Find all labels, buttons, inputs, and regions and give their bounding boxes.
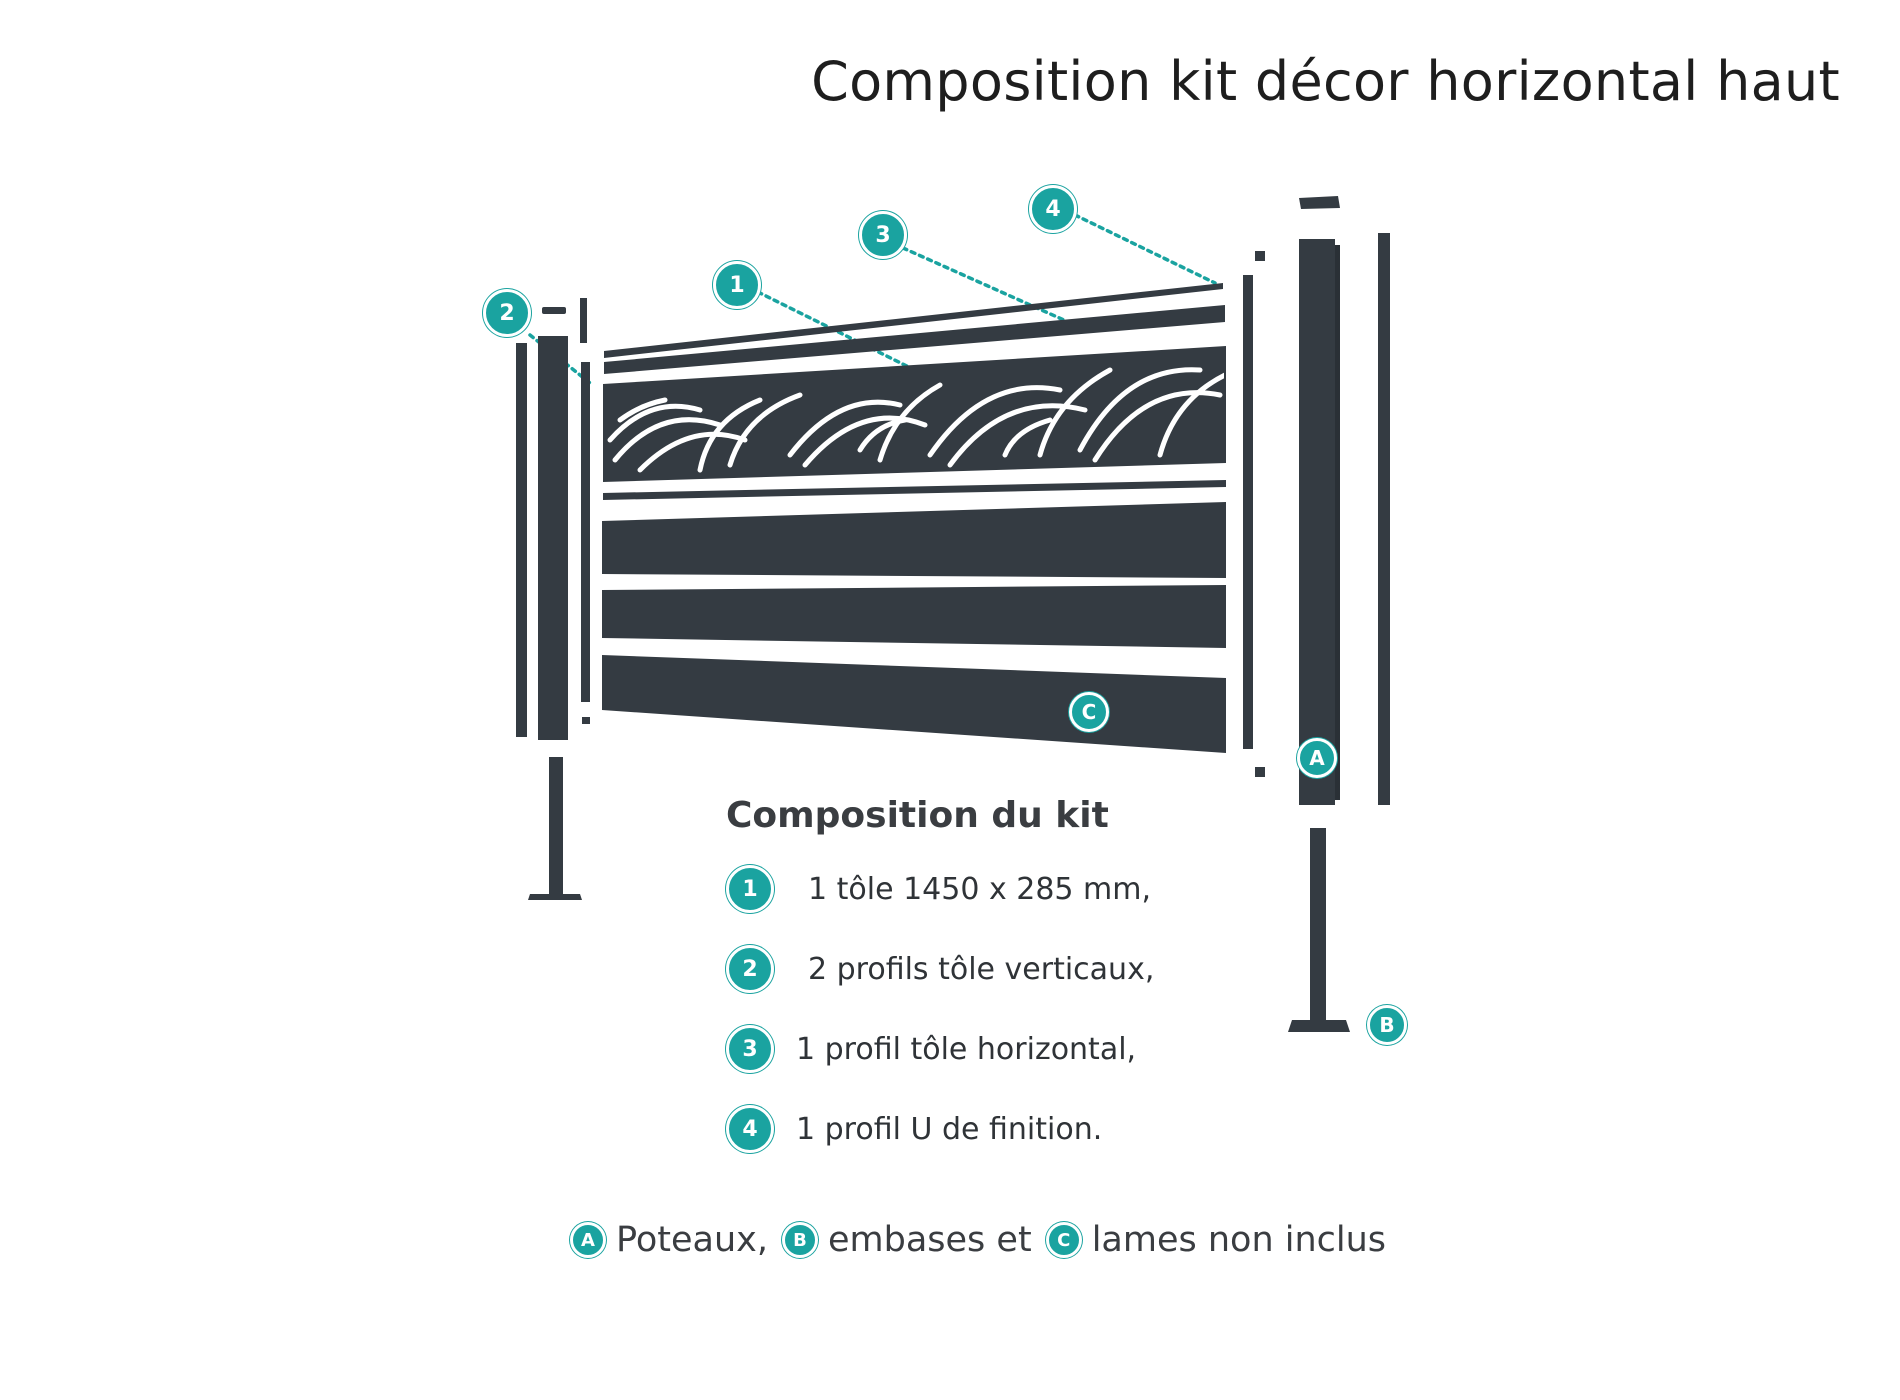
slat-1 xyxy=(602,502,1226,578)
badge-4-diagram: 4 xyxy=(1029,185,1077,233)
kit-heading: Composition du kit xyxy=(726,795,1109,836)
right-ground-stake xyxy=(1310,828,1326,1020)
footnote-badge-b: B xyxy=(782,1222,818,1258)
panel-strip xyxy=(603,480,1226,500)
badge-a-posts: A xyxy=(1297,738,1337,778)
kit-item-number: 2 xyxy=(726,945,774,993)
left-vertical-profile xyxy=(581,362,590,702)
badge-2-diagram: 2 xyxy=(483,289,531,337)
leader-line-3 xyxy=(901,246,1077,327)
right-base-plate xyxy=(1288,1020,1350,1032)
fence-panel xyxy=(602,283,1226,753)
kit-item: 1 1 tôle 1450 x 285 mm, xyxy=(726,865,1151,913)
badge-3-diagram: 3 xyxy=(859,211,907,259)
footnote-slats-text: lames non inclus xyxy=(1091,1220,1387,1260)
kit-item: 3 1 profil tôle horizontal, xyxy=(726,1025,1136,1073)
leader-line-4 xyxy=(1073,213,1217,285)
footnote-badge-a: A xyxy=(570,1222,606,1258)
kit-item: 2 2 profils tôle verticaux, xyxy=(726,945,1154,993)
kit-item-text: 2 profils tôle verticaux, xyxy=(808,951,1155,987)
slat-2 xyxy=(602,585,1226,648)
right-small-clip-top xyxy=(1255,251,1265,261)
kit-item-number: 4 xyxy=(726,1105,774,1153)
footnote-badge-c: C xyxy=(1045,1222,1082,1258)
kit-composition: Composition du kit 1 1 tôle 1450 x 285 m… xyxy=(726,795,1326,1153)
right-post-assembly xyxy=(1243,196,1390,1032)
right-post xyxy=(1299,239,1335,805)
right-u-profile xyxy=(1378,233,1390,805)
horizontal-profile-top xyxy=(604,283,1223,358)
badge-b-bases: B xyxy=(1367,1005,1407,1045)
horizontal-profile xyxy=(604,305,1225,374)
kit-item-text: 1 profil U de finition. xyxy=(796,1111,1103,1147)
kit-item-number: 1 xyxy=(726,865,774,913)
badge-c-slats: C xyxy=(1069,692,1109,732)
left-vertical-profile-top xyxy=(580,298,587,343)
right-small-clip-bottom xyxy=(1255,767,1265,777)
left-ground-stake xyxy=(549,757,563,894)
badge-1-diagram: 1 xyxy=(713,261,761,309)
left-post xyxy=(538,336,568,740)
decor-pattern xyxy=(607,367,1224,473)
kit-item-number: 3 xyxy=(726,1025,774,1073)
slat-3 xyxy=(602,655,1226,753)
left-post-cap xyxy=(542,307,566,314)
kit-item-text: 1 tôle 1450 x 285 mm, xyxy=(808,871,1152,907)
left-base-plate xyxy=(528,894,582,900)
left-u-profile xyxy=(516,343,527,737)
decor-sheet xyxy=(603,346,1226,482)
kit-item: 4 1 profil U de finition. xyxy=(726,1105,1102,1153)
footnote-posts-text: Poteaux, xyxy=(616,1220,768,1260)
right-post-side xyxy=(1335,245,1340,800)
right-vertical-profile xyxy=(1243,275,1253,749)
left-post-assembly xyxy=(516,298,590,900)
left-small-clip xyxy=(582,717,590,724)
kit-item-text: 1 profil tôle horizontal, xyxy=(796,1031,1137,1067)
not-included-footnote: A Poteaux, B embases et C lames non incl… xyxy=(570,1220,1400,1260)
right-post-cap xyxy=(1299,196,1340,209)
footnote-bases-text: embases et xyxy=(828,1220,1032,1260)
page-title: Composition kit décor horizontal haut xyxy=(811,50,1840,113)
